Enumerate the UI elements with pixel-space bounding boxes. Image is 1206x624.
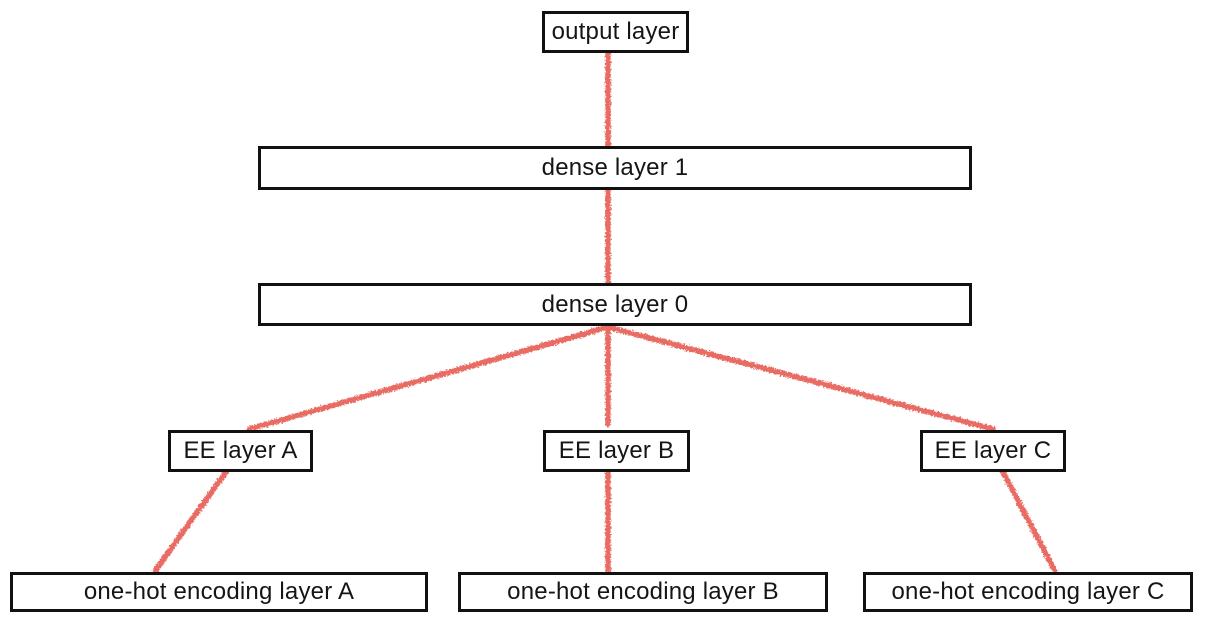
node-ee-layer-b: EE layer B (543, 430, 690, 472)
edge-dense-layer-0-to-ee-layer-c (605, 324, 996, 432)
node-label-one-hot-encoding-layer-c: one-hot encoding layer C (891, 578, 1165, 605)
node-ee-layer-c: EE layer C (920, 430, 1066, 472)
edge-ee-layer-c-to-one-hot-encoding-layer-c (1000, 469, 1058, 574)
node-one-hot-encoding-layer-a: one-hot encoding layer A (10, 572, 428, 612)
node-label-ee-layer-a: EE layer A (183, 437, 298, 464)
edge-dense-layer-0-to-ee-layer-a (247, 324, 611, 432)
node-label-dense-layer-1: dense layer 1 (541, 154, 689, 181)
node-ee-layer-a: EE layer A (168, 430, 313, 472)
node-label-one-hot-encoding-layer-b: one-hot encoding layer B (507, 578, 779, 605)
node-one-hot-encoding-layer-b: one-hot encoding layer B (458, 572, 828, 612)
edge-ee-layer-a-to-one-hot-encoding-layer-a (152, 469, 229, 574)
node-label-one-hot-encoding-layer-a: one-hot encoding layer A (83, 578, 355, 605)
edge-group (152, 50, 1058, 574)
node-label-dense-layer-0: dense layer 0 (541, 290, 689, 318)
node-dense-layer-0: dense layer 0 (258, 283, 972, 326)
node-label-ee-layer-b: EE layer B (558, 437, 675, 464)
node-output-layer: output layer (542, 11, 689, 53)
node-dense-layer-1: dense layer 1 (258, 146, 972, 190)
node-label-output-layer: output layer (551, 18, 680, 45)
node-label-ee-layer-c: EE layer C (934, 437, 1052, 464)
node-one-hot-encoding-layer-c: one-hot encoding layer C (863, 572, 1193, 612)
